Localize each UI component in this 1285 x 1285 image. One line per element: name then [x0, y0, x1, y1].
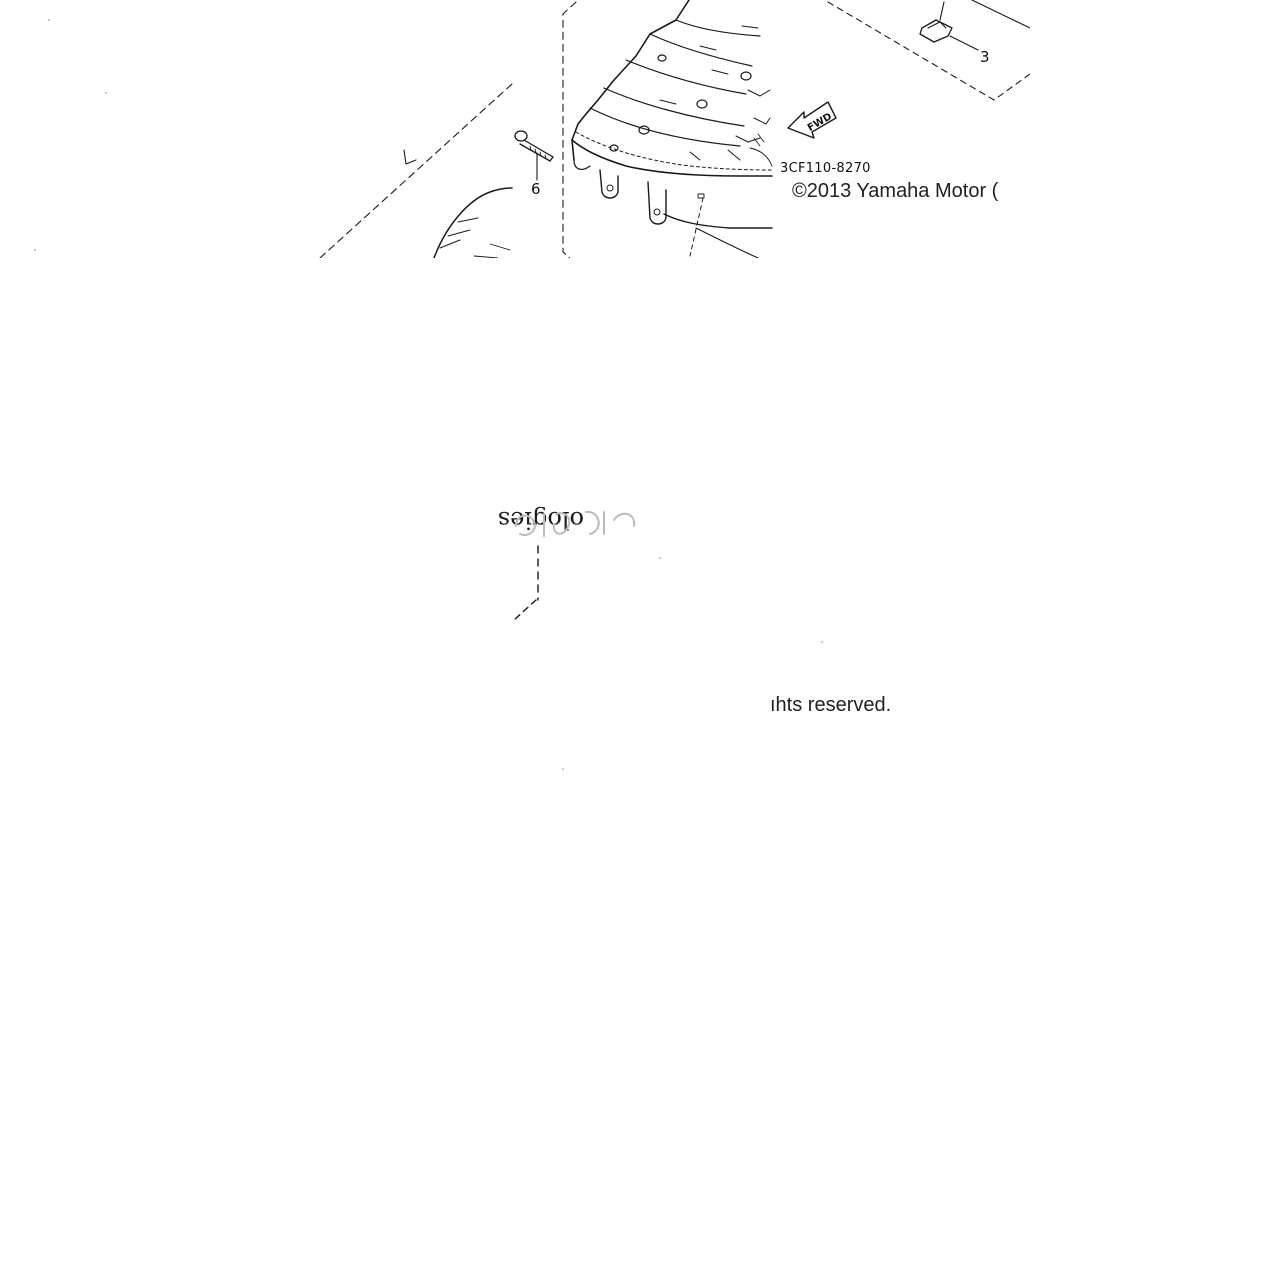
seat-cushion	[571, 0, 773, 258]
dashed-bracket-vertical	[562, 1, 577, 258]
rights-reserved-text: ıhts reserved.	[770, 694, 891, 716]
watermark-text: ologies	[498, 506, 584, 534]
diagram-fragment-lower: ologies	[498, 506, 636, 621]
dashed-bracket-upper-right	[827, 1, 1030, 101]
bolt-icon	[514, 130, 554, 181]
watermark-outline-glyphs	[515, 510, 636, 537]
copyright-text: ©2013 Yamaha Motor (	[792, 180, 999, 202]
dashed-guide-lower-diag	[513, 599, 537, 621]
diagram-tile-upper: FWD 6 3 3CF110-8270 ©2013 Yamaha Motor (	[319, 0, 1030, 258]
fwd-arrow-icon: FWD	[787, 101, 837, 139]
dashed-guide-left	[319, 83, 513, 258]
reference-mark-1	[403, 149, 417, 165]
callout-6: 6	[531, 180, 541, 198]
callout-3: 3	[980, 48, 990, 66]
clip-nut-icon	[919, 0, 1030, 51]
rear-cover-part	[433, 187, 513, 258]
part-code: 3CF110-8270	[780, 161, 871, 176]
scan-specks	[34, 19, 823, 770]
